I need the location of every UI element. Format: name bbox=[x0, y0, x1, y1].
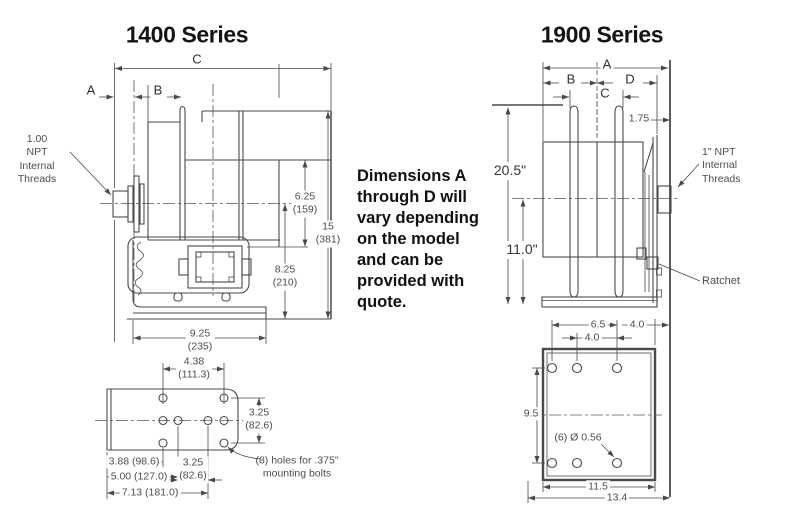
title-1900-series: 1900 Series bbox=[540, 21, 664, 48]
dim-label-b-1900: B bbox=[566, 71, 576, 87]
dim-500-label: 5.00 (127.0) bbox=[108, 470, 170, 484]
dim-40-inner-label: 4.0 bbox=[582, 331, 602, 345]
npt-threads-label-1900: 1" NPT Internal Threads bbox=[702, 146, 741, 185]
dim-713-label: 7.13 (181.0) bbox=[119, 486, 181, 500]
dim-925-label: 9.25 (235) bbox=[185, 327, 215, 355]
dim-label-d-1900: D bbox=[625, 71, 635, 87]
dim-15-label: 15 (381) bbox=[313, 220, 343, 248]
reel-1900-side-view bbox=[492, 60, 701, 497]
dim-label-c-1900: C bbox=[600, 85, 610, 101]
dim-65-label: 6.5 bbox=[588, 318, 608, 332]
dim-115-label: 11.5 bbox=[586, 480, 610, 494]
dim-40-right-label: 4.0 bbox=[627, 318, 647, 332]
dim-110-label: 11.0" bbox=[504, 241, 540, 259]
reel-1900-base-plate bbox=[527, 319, 670, 503]
ratchet-label: Ratchet bbox=[702, 275, 740, 287]
mounting-bolts-note-1400: (8) holes for .375" mounting bolts bbox=[255, 454, 339, 480]
dim-label-a-1400: A bbox=[86, 82, 96, 98]
dim-205-label: 20.5" bbox=[491, 162, 529, 180]
holes-note-1900: (6) Ø 0.56 bbox=[552, 431, 604, 445]
dim-388-label: 3.88 (98.6) bbox=[106, 455, 162, 469]
dim-825-label: 8.25 (210) bbox=[270, 263, 300, 291]
dim-325-bottom-label: 3.25 (82.6) bbox=[177, 456, 209, 484]
dim-325-right-label: 3.25 (82.6) bbox=[243, 406, 275, 434]
reel-1400-side-view bbox=[69, 63, 332, 344]
dim-label-c-1400: C bbox=[192, 51, 202, 67]
dim-95-label: 9.5 bbox=[521, 407, 541, 421]
dim-label-b-1400: B bbox=[153, 82, 163, 98]
dim-625-label: 6.25 (159) bbox=[290, 190, 320, 218]
reel-1400-mounting-plate bbox=[95, 363, 265, 499]
dim-134-label: 13.4 bbox=[604, 491, 630, 505]
dim-175-label: 1.75 bbox=[626, 112, 652, 126]
dim-438-label: 4.38 (111.3) bbox=[176, 355, 212, 383]
title-1400-series: 1400 Series bbox=[125, 21, 249, 48]
npt-threads-label-1400: 1.00 NPT Internal Threads bbox=[17, 133, 57, 186]
center-note: Dimensions A through D will vary dependi… bbox=[357, 167, 479, 311]
dim-label-a-1900: A bbox=[600, 56, 614, 74]
